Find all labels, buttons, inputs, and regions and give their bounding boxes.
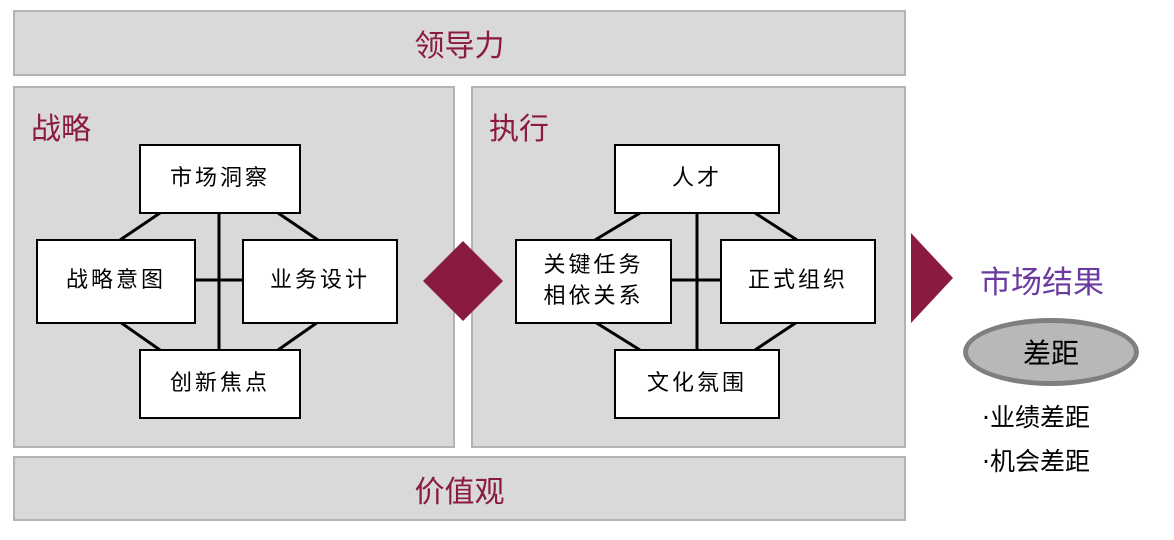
strategy-bottom-box: 创新焦点	[139, 349, 301, 419]
strategy-diagonal-top-right	[277, 211, 319, 242]
culture-climate-label: 文化氛围	[646, 370, 747, 396]
opportunity-gap-item: ·机会差距	[982, 447, 1090, 476]
execution-diagonal-top-left	[594, 211, 641, 242]
business-design-label: 业务设计	[269, 268, 370, 294]
link-diamond-shape	[423, 241, 503, 321]
market-result-title: 市场结果	[980, 265, 1104, 301]
strategy-diagonal-bottom-right	[277, 320, 319, 352]
leadership-label: 领导力	[414, 29, 505, 64]
strategy-diagonal-bottom-left	[119, 320, 161, 352]
execution-left-box: 关键任务 相依关系	[515, 239, 672, 324]
strategy-right-box: 业务设计	[242, 239, 398, 324]
strategic-intent-label: 战略意图	[65, 268, 166, 294]
formal-organization-label: 正式组织	[747, 268, 848, 294]
innovation-focus-label: 创新焦点	[169, 370, 270, 396]
strategy-top-box: 市场洞察	[139, 144, 301, 214]
performance-gap-item: ·业绩差距	[982, 403, 1090, 432]
values-label: 价值观	[414, 474, 505, 510]
values-band: 价值观	[13, 456, 906, 521]
execution-right-box: 正式组织	[720, 239, 876, 324]
execution-top-box: 人才	[614, 144, 780, 214]
interdependencies-label: 相依关系	[543, 283, 644, 309]
gap-ellipse: 差距	[963, 318, 1139, 386]
gap-label: 差距	[1022, 337, 1079, 370]
key-tasks-label: 关键任务	[543, 252, 644, 278]
execution-title: 执行	[489, 112, 549, 147]
execution-diagonal-bottom-left	[594, 320, 641, 352]
leadership-band: 领导力	[13, 10, 906, 76]
strategy-title: 战略	[31, 112, 91, 147]
result-arrow-shape	[911, 233, 953, 323]
market-insight-label: 市场洞察	[169, 165, 270, 191]
talent-label: 人才	[671, 165, 722, 191]
strategy-left-box: 战略意图	[36, 239, 196, 324]
execution-diagonal-top-right	[754, 211, 798, 242]
execution-bottom-box: 文化氛围	[614, 349, 780, 419]
execution-diagonal-bottom-right	[754, 320, 798, 352]
strategy-diagonal-top-left	[119, 211, 161, 242]
